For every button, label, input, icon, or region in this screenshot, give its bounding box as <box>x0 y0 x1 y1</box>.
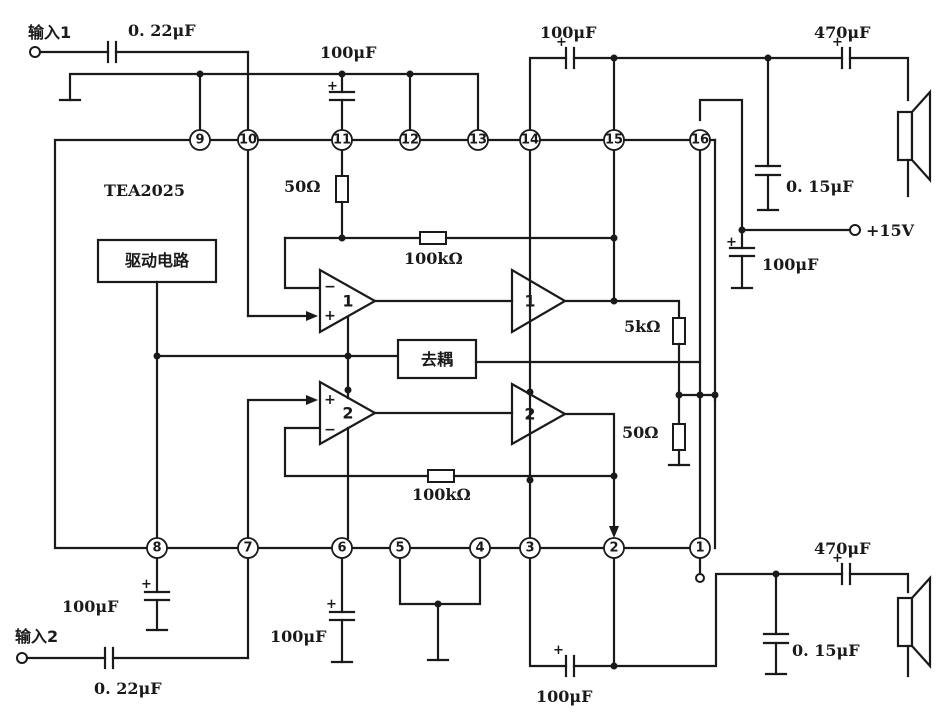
c-pin11-label: 100μF <box>320 43 377 62</box>
svg-text:16: 16 <box>691 133 709 148</box>
c-p14-15-label: 100μF <box>540 23 597 42</box>
svg-text:−: − <box>324 422 336 438</box>
svg-text:5: 5 <box>395 541 404 556</box>
c-zobel2-label: 0. 15μF <box>792 641 860 660</box>
svg-text:2: 2 <box>342 404 353 423</box>
input1-terminal[interactable] <box>29 46 41 58</box>
ic-outline <box>53 138 717 550</box>
input2-terminal[interactable] <box>16 652 28 664</box>
input2-wiring <box>16 556 250 670</box>
svg-text:3: 3 <box>525 541 534 556</box>
svg-text:12: 12 <box>401 133 419 148</box>
supply-15v: +15V + <box>726 221 915 290</box>
svg-text:−: − <box>324 279 336 295</box>
svg-text:13: 13 <box>469 133 487 148</box>
decouple-label: 去耦 <box>421 350 453 369</box>
supply-label: +15V <box>866 221 915 240</box>
svg-text:+: + <box>141 577 152 592</box>
c-out1-label: 470μF <box>814 23 871 42</box>
svg-text:1: 1 <box>342 292 353 311</box>
svg-text:+: + <box>832 551 843 566</box>
svg-text:14: 14 <box>521 133 539 148</box>
input1-wiring <box>29 40 318 321</box>
svg-text:+: + <box>553 643 564 658</box>
decouple-block: 去耦 <box>396 338 702 380</box>
pin-4: 4 <box>469 537 491 559</box>
amp-2b: 2 <box>510 382 568 446</box>
svg-text:8: 8 <box>152 541 161 556</box>
pin-6: 6 <box>331 537 353 559</box>
supply-terminal[interactable] <box>849 224 861 236</box>
svg-text:7: 7 <box>243 541 252 556</box>
amp-1b: 1 <box>510 268 568 334</box>
r-50-label: 50Ω <box>622 423 659 442</box>
c-pin6-label: 100μF <box>270 627 327 646</box>
driver-circuit: 驱动电路 <box>96 238 400 540</box>
svg-text:+: + <box>556 35 567 50</box>
c-pin8-label: 100μF <box>62 597 119 616</box>
c-in1-label: 0. 22μF <box>128 21 196 40</box>
pin-16: 16 <box>689 129 711 151</box>
r-pin11 <box>335 148 349 242</box>
c-supply-label: 100μF <box>762 255 819 274</box>
pin-9: 9 <box>189 129 211 151</box>
pin-10: 10 <box>237 129 259 151</box>
svg-text:4: 4 <box>475 541 484 556</box>
pin-3: 3 <box>519 537 541 559</box>
svg-text:+: + <box>726 235 737 250</box>
r-fb2-label: 100kΩ <box>412 485 471 504</box>
svg-text:6: 6 <box>337 541 346 556</box>
pin-2: 2 <box>603 537 625 559</box>
svg-text:+: + <box>326 597 337 612</box>
svg-text:+: + <box>832 35 843 50</box>
svg-text:1: 1 <box>695 541 704 556</box>
pin-5: 5 <box>389 537 411 559</box>
pin16-link <box>695 98 744 583</box>
svg-text:+: + <box>327 79 338 94</box>
svg-text:10: 10 <box>239 133 257 148</box>
svg-text:+: + <box>324 308 336 324</box>
gnd-pin5-4 <box>398 556 482 662</box>
r-5k-label: 5kΩ <box>624 317 660 336</box>
r-fb1-label: 100kΩ <box>404 249 463 268</box>
amp-wiring <box>246 148 619 540</box>
pin-7: 7 <box>237 537 259 559</box>
pin-1: 1 <box>689 537 711 559</box>
pin-13: 13 <box>467 129 489 151</box>
svg-text:2: 2 <box>609 541 618 556</box>
pin-11: 11 <box>331 129 353 151</box>
cap-pin3-2: + + <box>528 551 932 678</box>
top-ground-bus: + <box>58 70 480 132</box>
pin-8: 8 <box>146 537 168 559</box>
cap-pin8: + <box>141 556 171 632</box>
svg-text:11: 11 <box>333 133 351 148</box>
input1-label: 输入1 <box>28 23 71 42</box>
c-in2-label: 0. 22μF <box>94 679 162 698</box>
c-zobel1-label: 0. 15μF <box>786 177 854 196</box>
svg-text:9: 9 <box>195 133 204 148</box>
c-pin3-2-label: 100μF <box>536 687 593 706</box>
svg-text:15: 15 <box>605 133 623 148</box>
input2-label: 输入2 <box>15 627 58 646</box>
pin-15: 15 <box>603 129 625 151</box>
output-stage-1: + + <box>528 35 932 212</box>
pin-12: 12 <box>399 129 421 151</box>
driver-label: 驱动电路 <box>125 251 190 270</box>
r-pin11-label: 50Ω <box>284 177 321 196</box>
chip-label: TEA2025 <box>104 181 185 200</box>
svg-text:+: + <box>324 392 336 408</box>
r-chain <box>612 299 719 467</box>
cap-pin6: + <box>326 556 356 664</box>
c-out2-label: 470μF <box>814 539 871 558</box>
pin-14: 14 <box>519 129 541 151</box>
